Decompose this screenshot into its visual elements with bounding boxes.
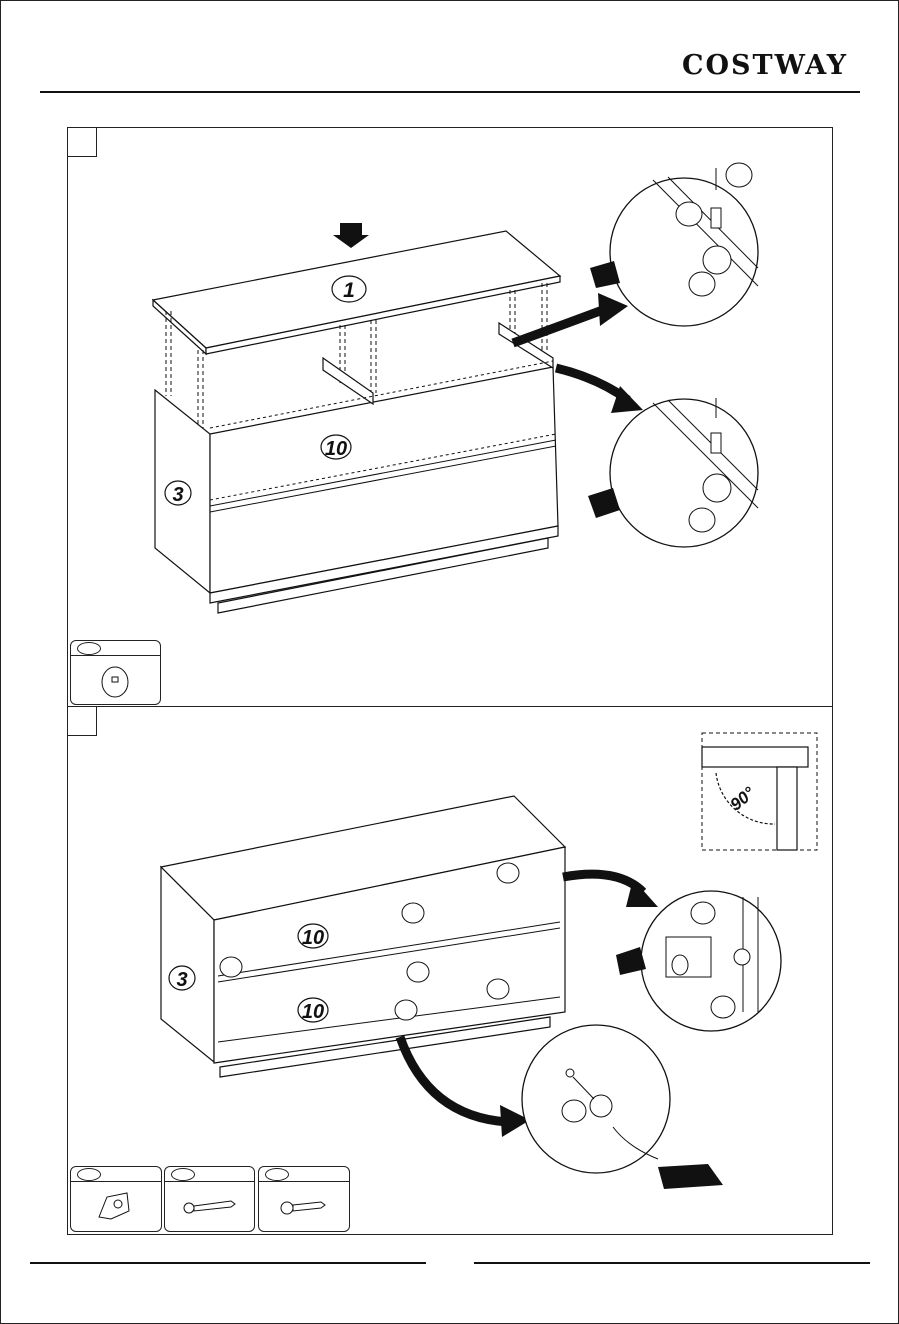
step-1-illustration: 1	[68, 128, 832, 707]
brand-logo-wordmark: COSTWAY	[682, 46, 862, 86]
detail-arrow-upper-head	[598, 293, 628, 326]
detail-arrow-down	[400, 1037, 508, 1122]
short-screw-icon	[259, 1167, 349, 1231]
cam-lock-icon	[71, 641, 160, 704]
footer-rule-left	[30, 1262, 426, 1264]
long-screw-icon	[165, 1167, 254, 1231]
press-arrow-screw	[658, 1164, 723, 1189]
step-panel-2: 10 10 3 90°	[67, 706, 833, 1235]
hardware-box	[70, 640, 161, 705]
header-rule	[40, 91, 860, 93]
step-2-illustration: 10 10 3 90°	[68, 707, 832, 1234]
part-label-drawer-upper: 10	[302, 927, 324, 949]
part-label-side: 3	[176, 969, 187, 991]
detail-circle-lower	[610, 399, 758, 547]
hardware-box-screw-short	[258, 1166, 350, 1232]
hardware-box-screw-long	[164, 1166, 255, 1232]
detail-circle-upper	[610, 178, 758, 326]
footer-rule-right	[474, 1262, 870, 1264]
part-label-side: 3	[172, 484, 183, 506]
brand-logo: COSTWAY	[682, 46, 862, 86]
corner-bracket-icon	[71, 1167, 161, 1231]
cabinet-body	[155, 323, 558, 613]
svg-text:COSTWAY: COSTWAY	[682, 50, 848, 81]
step-panel-1: 1	[67, 127, 833, 708]
part-label-top: 1	[343, 279, 355, 302]
hardware-box-bracket	[70, 1166, 162, 1232]
detail-arrow-upper	[513, 308, 608, 343]
part-label-front: 10	[325, 438, 347, 460]
part-label-drawer-lower: 10	[302, 1001, 324, 1023]
press-down-arrow	[333, 223, 369, 248]
